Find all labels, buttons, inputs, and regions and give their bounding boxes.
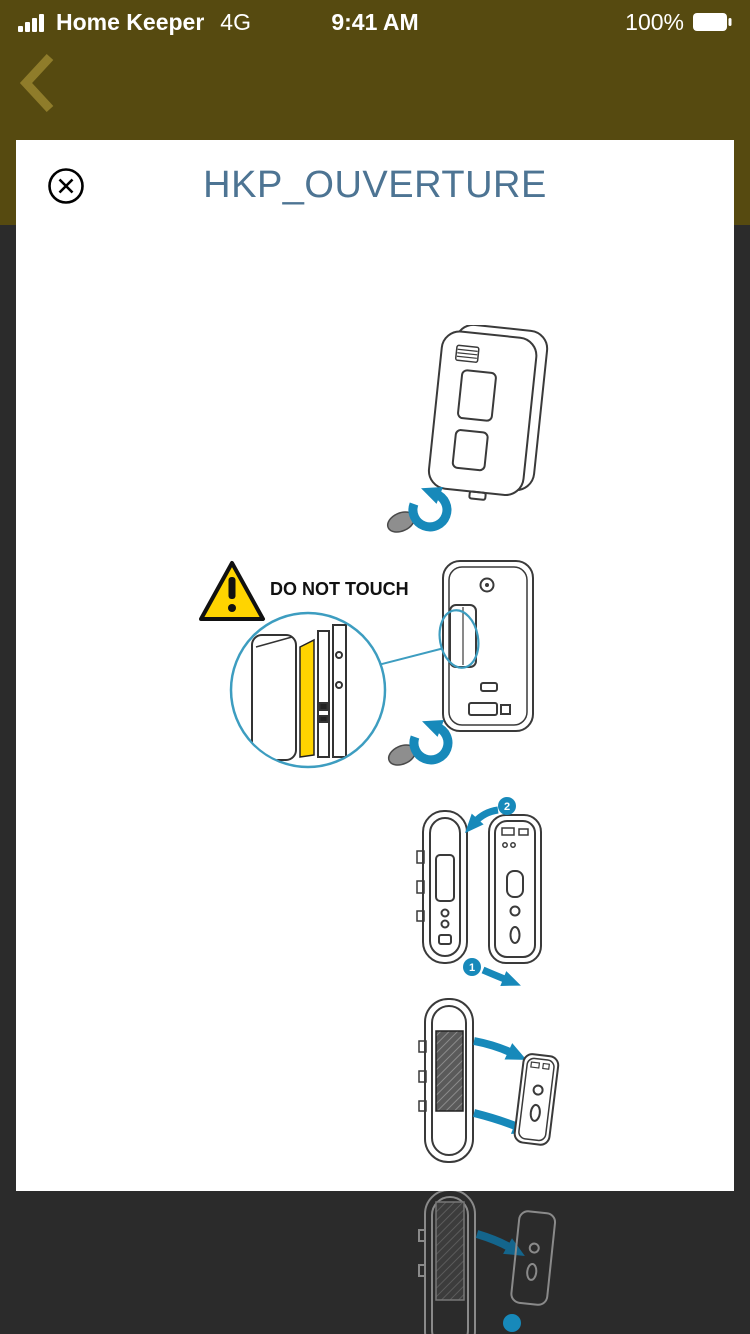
step-badge-dimmed (503, 1314, 521, 1332)
signal-icon (18, 13, 44, 32)
sensor-frame (416, 810, 468, 964)
do-not-touch-part (299, 638, 315, 758)
illustration-dimmed-next-step (418, 1190, 557, 1334)
clock: 9:41 AM (331, 9, 419, 35)
network-label: 4G (220, 8, 251, 35)
step-1-arrow-icon (481, 966, 521, 986)
illustration-battery (418, 998, 560, 1163)
modal-header: HKP_OUVERTURE (16, 140, 734, 232)
illustration-remove-cover (386, 325, 549, 533)
warning-triangle-icon (199, 561, 265, 621)
circle-x-icon (48, 168, 84, 204)
warning-label: DO NOT TOUCH (270, 579, 409, 599)
step-2-arrow-icon (464, 806, 499, 834)
chevron-left-icon (19, 53, 54, 112)
battery-icon (693, 13, 732, 31)
back-button[interactable] (12, 50, 64, 118)
document-canvas[interactable]: DO NOT TOUCH (16, 232, 734, 1191)
arrow-right-dimmed-icon (475, 1230, 525, 1256)
sensor-back-plate (488, 814, 542, 964)
illustration-detach-frame: 2 1 (416, 797, 542, 986)
arrow-right-bottom-icon (473, 1109, 533, 1134)
sensor-front-open (442, 560, 534, 732)
magnified-detail (251, 624, 347, 761)
status-right: 100% (625, 9, 732, 36)
callout-ellipse (438, 609, 480, 669)
step-badge-2-label: 2 (504, 801, 510, 813)
battery (435, 1030, 464, 1112)
carrier-label: Home Keeper (56, 8, 205, 35)
rotate-arrow-icon (408, 487, 452, 532)
sensor-back-cover (427, 325, 549, 501)
battery-dimmed (435, 1201, 465, 1301)
page-title: HKP_OUVERTURE (203, 164, 547, 206)
step-badge-1 (463, 958, 481, 976)
arrow-right-top-icon (473, 1037, 527, 1060)
step-badge-2 (498, 797, 516, 815)
illustration-do-not-touch: DO NOT TOUCH (199, 560, 534, 769)
document-viewer-modal: HKP_OUVERTURE (16, 140, 734, 1191)
cover-part (513, 1053, 560, 1146)
close-button[interactable] (42, 162, 90, 210)
status-bar: Home Keeper 4G 9:41 AM 100% (0, 0, 750, 44)
status-left: Home Keeper 4G (18, 9, 251, 36)
battery-percent-label: 100% (625, 8, 684, 35)
step-badge-1-label: 1 (469, 962, 475, 974)
rotate-arrow-icon (409, 720, 453, 765)
cover-part-dimmed (510, 1210, 557, 1306)
